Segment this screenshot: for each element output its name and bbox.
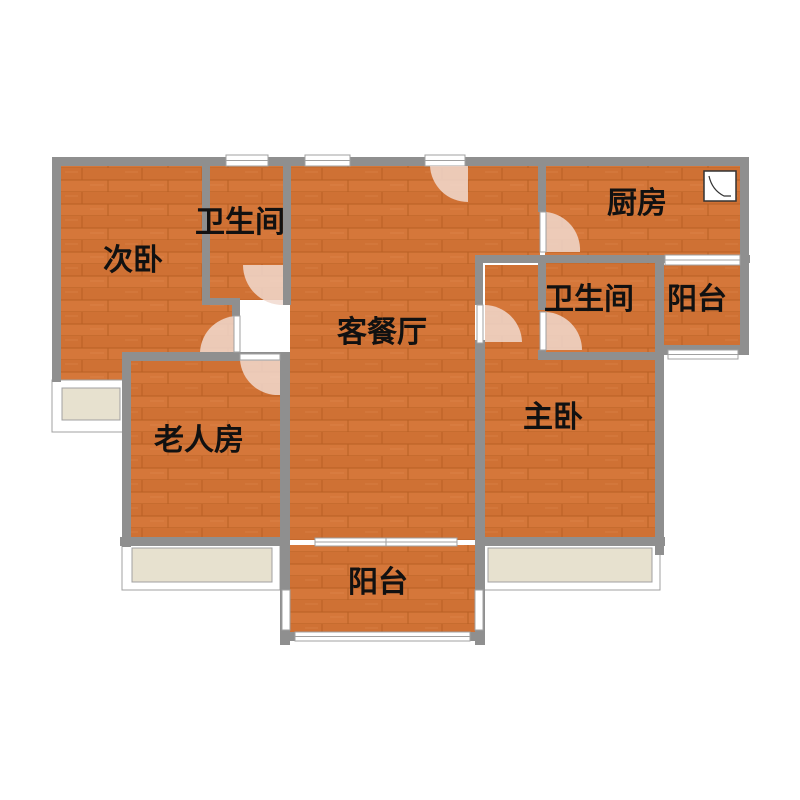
door-kitchen: [539, 211, 581, 253]
wall: [538, 157, 546, 212]
bay-window-master-bedroom-sill: [487, 547, 653, 583]
wall: [475, 340, 485, 545]
wall: [52, 157, 742, 166]
room-labels: 次卧 卫生间 客餐厅 厨房 卫生间 阳台 老人房 主卧 阳台: [103, 186, 727, 600]
room-label-living-dining: 客餐厅: [337, 315, 427, 350]
floor-elderly-room: [130, 360, 280, 540]
door-entry: [430, 166, 468, 203]
wall: [122, 352, 240, 361]
room-label-balcony-small: 阳台: [667, 282, 727, 317]
wall: [202, 298, 240, 305]
floor-master-bedroom: [485, 265, 655, 540]
wall: [655, 255, 664, 555]
wall: [538, 255, 546, 310]
floors: [60, 165, 740, 635]
wall: [283, 165, 291, 305]
window: [474, 589, 484, 631]
room-label-elderly-room: 老人房: [154, 423, 244, 458]
door-bathroom-2: [539, 311, 582, 351]
wall: [122, 352, 131, 547]
bay-window-elderly-room-sill: [131, 547, 273, 583]
floor-living-upper-right: [475, 165, 540, 260]
window: [281, 589, 291, 631]
room-label-bathroom-2: 卫生间: [544, 282, 634, 317]
door-master-bedroom: [476, 304, 522, 344]
wall: [538, 255, 750, 263]
room-label-bathroom-1: 卫生间: [195, 205, 285, 240]
door-bathroom-1: [243, 265, 283, 305]
door-secondary-bedroom: [200, 315, 241, 353]
walls: [52, 157, 750, 645]
windows: [225, 154, 741, 642]
wall: [120, 537, 290, 546]
wall: [280, 352, 290, 547]
wall: [202, 165, 210, 305]
floor-balcony-small: [662, 265, 740, 345]
wall: [475, 255, 483, 305]
room-label-secondary-bedroom: 次卧: [103, 243, 163, 278]
door-elderly-room: [239, 353, 281, 396]
wall: [538, 350, 546, 360]
room-label-master-bedroom: 主卧: [523, 400, 583, 435]
wall: [475, 537, 665, 546]
room-label-kitchen: 厨房: [607, 186, 667, 221]
wall: [740, 255, 749, 355]
room-label-balcony-main: 阳台: [348, 565, 408, 600]
bay-window-secondary-bedroom-sill: [61, 387, 121, 421]
wall: [232, 300, 240, 318]
wall: [52, 157, 61, 382]
bay-windows: [51, 379, 661, 591]
floor-balcony-main: [290, 545, 475, 635]
wall: [740, 157, 749, 262]
doors: [200, 166, 582, 396]
wall: [538, 352, 663, 360]
floor-living-dining: [290, 165, 475, 540]
sink-icon: [703, 170, 737, 202]
wall: [475, 255, 545, 263]
